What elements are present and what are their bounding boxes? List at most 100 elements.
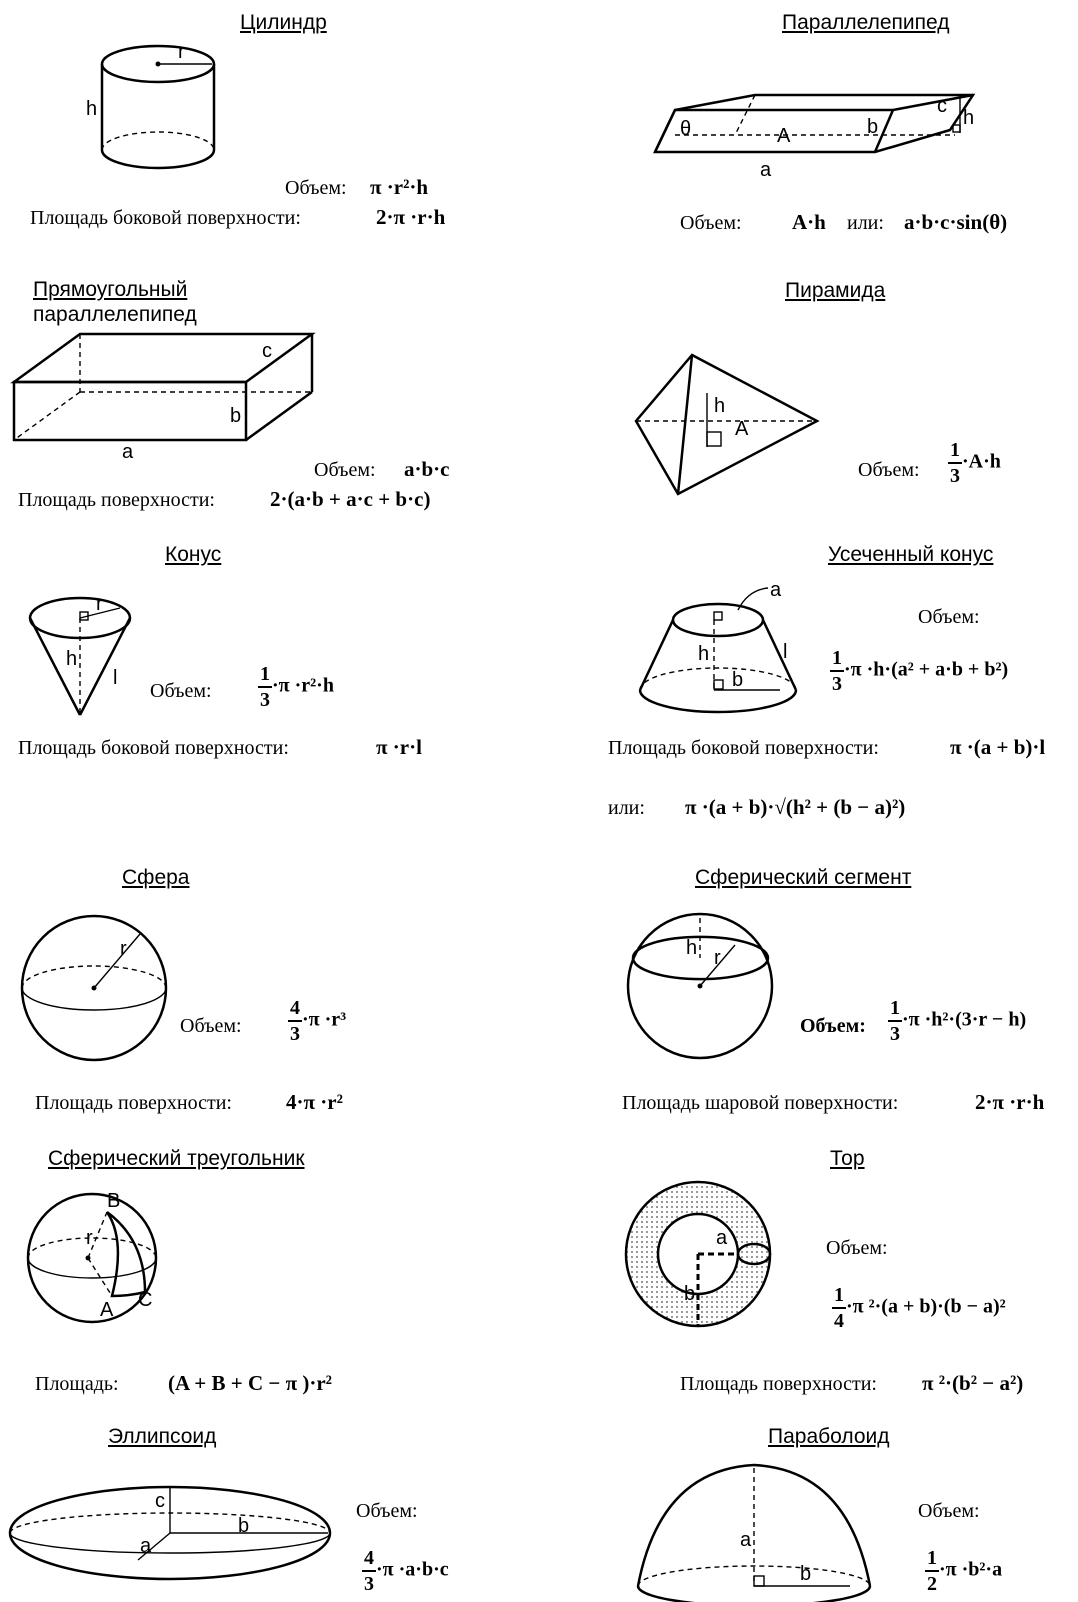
frustum-lateral-formula-2: π ·(a + b)·√(h² + (b − a)²) (685, 795, 906, 819)
svg-text:a: a (140, 1535, 152, 1557)
cylinder-lateral-formula: 2·π ·r·h (376, 205, 446, 229)
parallelepiped-volume-label: Объем: (680, 212, 742, 234)
svg-text:b: b (732, 669, 743, 691)
svg-text:θ: θ (680, 118, 691, 140)
sphere-surface-label: Площадь поверхности: (35, 1092, 232, 1114)
cone-lateral-formula: π ·r·l (376, 735, 422, 759)
rect-box-surface-formula: 2·(a·b + a·c + b·c) (270, 487, 431, 511)
sph-triangle-area-label: Площадь: (35, 1373, 119, 1395)
sph-segment-surface-label: Площадь шаровой поверхности: (622, 1092, 899, 1114)
title-sph-segment: Сферический сегмент (695, 866, 912, 889)
frustum-lateral-label: Площадь боковой поверхности: (608, 737, 879, 759)
torus-surface-label: Площадь поверхности: (680, 1373, 877, 1395)
parallelepiped-volume-formula: A·h (792, 210, 826, 234)
cone-volume-label: Объем: (150, 680, 212, 702)
rect-box-volume-formula: a·b·c (404, 457, 450, 481)
title-parallelepiped: Параллелепипед (782, 11, 950, 34)
svg-text:b: b (867, 116, 878, 138)
pyramid-volume-label: Объем: (858, 459, 920, 481)
cylinder-lateral-label: Площадь боковой поверхности: (30, 207, 301, 229)
svg-text:B: B (107, 1190, 120, 1212)
svg-text:c: c (155, 1490, 165, 1512)
svg-text:c: c (262, 340, 272, 362)
cone-lateral-label: Площадь боковой поверхности: (18, 737, 289, 759)
parallelepiped-figure: θ A b c h a (653, 93, 976, 181)
sph-segment-surface-formula: 2·π ·r·h (975, 1090, 1045, 1114)
svg-text:A: A (735, 418, 749, 440)
title-rect-box: Прямоугольный (33, 278, 188, 301)
svg-text:r: r (96, 593, 103, 615)
svg-text:l: l (113, 667, 117, 689)
ellipsoid-figure: c b a (8, 1485, 332, 1581)
torus-figure: a b (624, 1180, 772, 1328)
svg-text:c: c (937, 95, 947, 117)
sphere-figure: r (20, 914, 168, 1062)
title-sph-triangle: Сферический треугольник (48, 1147, 305, 1170)
paraboloid-volume-label: Объем: (918, 1500, 980, 1522)
title-frustum: Усеченный конус (828, 543, 994, 566)
svg-text:h: h (698, 643, 709, 665)
svg-text:h: h (686, 937, 697, 959)
svg-text:h: h (66, 648, 77, 670)
rect-box-figure: c b a (10, 332, 316, 463)
svg-text:b: b (684, 1283, 695, 1305)
svg-text:a: a (740, 1529, 752, 1551)
paraboloid-figure: a b (636, 1463, 872, 1602)
svg-text:A: A (777, 125, 791, 147)
svg-text:C: C (138, 1289, 152, 1311)
torus-volume-label: Объем: (826, 1237, 888, 1259)
sph-segment-figure: h r (626, 912, 774, 1060)
cone-figure: r h l (28, 593, 132, 716)
cylinder-figure: r h (86, 41, 216, 170)
frustum-lateral-formula: π ·(a + b)·l (950, 735, 1046, 759)
sph-triangle-area-formula: (A + B + C − π )·r² (168, 1371, 332, 1395)
svg-text:r: r (714, 947, 721, 969)
svg-text:A: A (100, 1299, 114, 1321)
svg-text:b: b (238, 1515, 249, 1537)
frustum-figure: a h b l (638, 579, 798, 714)
cylinder-volume-label: Объем: (285, 177, 347, 199)
title-ellipsoid: Эллипсоид (108, 1425, 217, 1448)
svg-text:l: l (783, 641, 787, 663)
svg-text:b: b (800, 1563, 811, 1585)
svg-text:a: a (760, 159, 772, 181)
sphere-volume-label: Объем: (180, 1015, 242, 1037)
svg-text:r: r (86, 1227, 93, 1249)
title-torus: Тор (830, 1147, 865, 1170)
svg-text:r: r (120, 938, 127, 960)
svg-text:a: a (122, 441, 134, 463)
sph-triangle-figure: B r A C (26, 1190, 158, 1324)
sphere-surface-formula: 4·π ·r² (286, 1090, 343, 1114)
svg-text:r: r (178, 41, 185, 63)
title-rect-box-line2: параллелепипед (33, 303, 197, 326)
svg-text:a: a (770, 579, 782, 601)
title-sphere: Сфера (122, 866, 190, 889)
frustum-volume-label: Объем: (918, 606, 980, 628)
svg-text:a: a (716, 1227, 728, 1249)
title-paraboloid: Параболоид (768, 1425, 890, 1448)
svg-text:h: h (963, 107, 974, 129)
sph-segment-volume-label: Объем: (800, 1015, 866, 1037)
cylinder-volume-formula: π ·r²·h (370, 175, 429, 199)
frustum-or-label: или: (608, 797, 645, 819)
title-cone: Конус (165, 543, 222, 566)
torus-surface-formula: π ²·(b² − a²) (922, 1371, 1024, 1395)
svg-text:h: h (714, 395, 725, 417)
svg-text:h: h (86, 98, 97, 120)
title-cylinder: Цилиндр (240, 11, 327, 34)
